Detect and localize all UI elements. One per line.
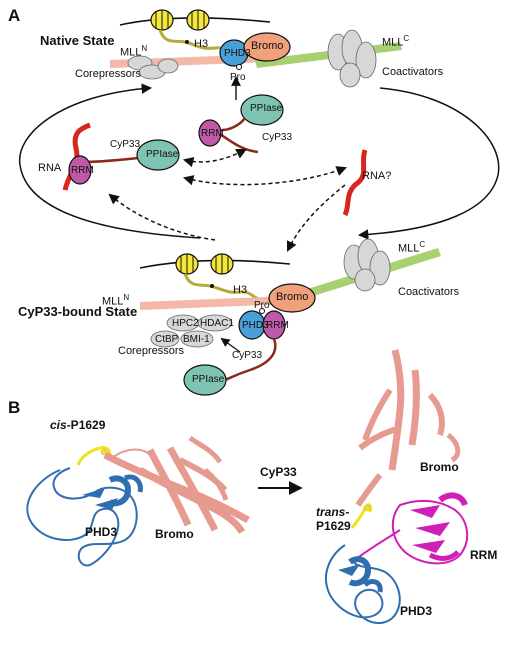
hpc2-label: HPC2 [172, 318, 199, 329]
coactivators-label-top: Coactivators [382, 66, 444, 78]
rrm-structure-right [354, 492, 469, 565]
dashed-arrow-2 [182, 166, 347, 186]
pro-label-bottom: Pro [254, 300, 270, 311]
pplase-label-free: PPIase [250, 103, 283, 114]
hdac1-pill [197, 314, 233, 332]
trans-p1629-label: trans-P1629 [316, 505, 351, 533]
coactivators-cluster [327, 29, 377, 88]
bromo-label-top: Bromo [251, 40, 284, 52]
bromo-label-right: Bromo [420, 460, 459, 474]
rna-bound-cyp33 [62, 122, 180, 191]
rrm-label-free: RRM [201, 128, 224, 139]
phd3-coil-left [26, 467, 138, 567]
transition-arrow-label: CyP33 [260, 465, 297, 479]
rna-strand-right [342, 149, 368, 217]
cyp33-label-rna: CyP33 [110, 139, 141, 150]
bromo-domain-bound [268, 283, 316, 313]
nucleosome-2 [186, 9, 210, 31]
cycle-arrow-left [18, 83, 201, 239]
bromo-helices-left [103, 435, 250, 534]
ctbp-label: CtBP [155, 334, 179, 345]
structure-right [325, 349, 469, 624]
corepressors-label-top: Corepressors [75, 68, 142, 80]
panel-b-letter: B [8, 398, 21, 417]
free-cyp33 [198, 76, 284, 154]
phd3-label-bottom: PHD3 [242, 320, 269, 331]
mll-c-label-bottom: MLLC [398, 240, 426, 255]
pro-residue-bound [259, 308, 265, 314]
rrm-label-rna: RRM [71, 165, 94, 176]
cyp33-label-bound: CyP33 [232, 350, 263, 361]
pplase-label-rna: PPIase [146, 149, 179, 160]
phd3-label-top: PHD3 [224, 48, 251, 59]
dashed-arrow-3 [108, 193, 216, 241]
pplase-label-bound: PPIase [192, 374, 225, 385]
cyp33-label-free: CyP33 [262, 132, 293, 143]
rna-question-label: RNA? [362, 170, 392, 182]
pro-label-top: Pro [230, 72, 246, 83]
cyp33-bound-complex [139, 238, 441, 396]
panel-a-letter: A [8, 6, 21, 25]
phd3-label-right: PHD3 [400, 604, 433, 618]
ctbp-pill [150, 330, 180, 348]
dashed-arrow-4 [286, 184, 346, 252]
bmi1-pill [180, 330, 214, 348]
rrm-rna [68, 155, 92, 185]
mll-c-label-top: MLLC [382, 34, 410, 49]
dna-line-bottom [139, 259, 291, 269]
phd3-coil-right [325, 544, 401, 624]
hdac1-label: HDAC1 [200, 318, 234, 329]
cis-proline-link [76, 446, 112, 466]
corepressors-cluster [127, 55, 179, 80]
native-state-title: Native State [40, 33, 115, 48]
mll-n-bar-bottom [140, 296, 290, 310]
nucleosome-4 [210, 253, 234, 275]
bromo-label-bottom: Bromo [276, 291, 309, 303]
pro-residue-native [236, 64, 242, 70]
coactivators-cluster-bottom [343, 238, 391, 292]
pplase-rna [136, 139, 180, 171]
corepressors-label-bottom: Corepressors [118, 345, 185, 357]
bromo-helices-right [355, 349, 461, 507]
phd3-sheet-left [82, 488, 118, 510]
bromo-domain-native [243, 32, 291, 62]
phd3-label-left: PHD3 [85, 525, 118, 539]
h3-label-bottom: H3 [233, 284, 248, 296]
native-state-complex [110, 9, 402, 88]
h3-label-top: H3 [194, 38, 209, 50]
nucleosome-1 [150, 9, 174, 31]
pplase-bound [183, 364, 227, 396]
rrm-label-right: RRM [470, 548, 498, 562]
structure-left [26, 435, 250, 567]
rrm-free [198, 119, 222, 147]
nucleosome-3 [175, 253, 199, 275]
rrm-label-bottom: RRM [266, 320, 289, 331]
cis-p1629-label: cis-P1629 [50, 418, 106, 432]
dashed-arrow-1 [182, 149, 247, 168]
mll-n-label-bottom: MLLN [102, 293, 130, 308]
rna-label-left: RNA [38, 162, 62, 174]
cycle-arrow-right [357, 87, 500, 240]
pplase-free [240, 94, 284, 126]
mll-n-label-top: MLLN [120, 44, 148, 59]
coactivators-label-bottom: Coactivators [398, 286, 460, 298]
bromo-label-left: Bromo [155, 527, 194, 541]
bmi1-label: BMI-1 [183, 334, 210, 345]
cyp33-state-title: CyP33-bound State [18, 304, 138, 319]
